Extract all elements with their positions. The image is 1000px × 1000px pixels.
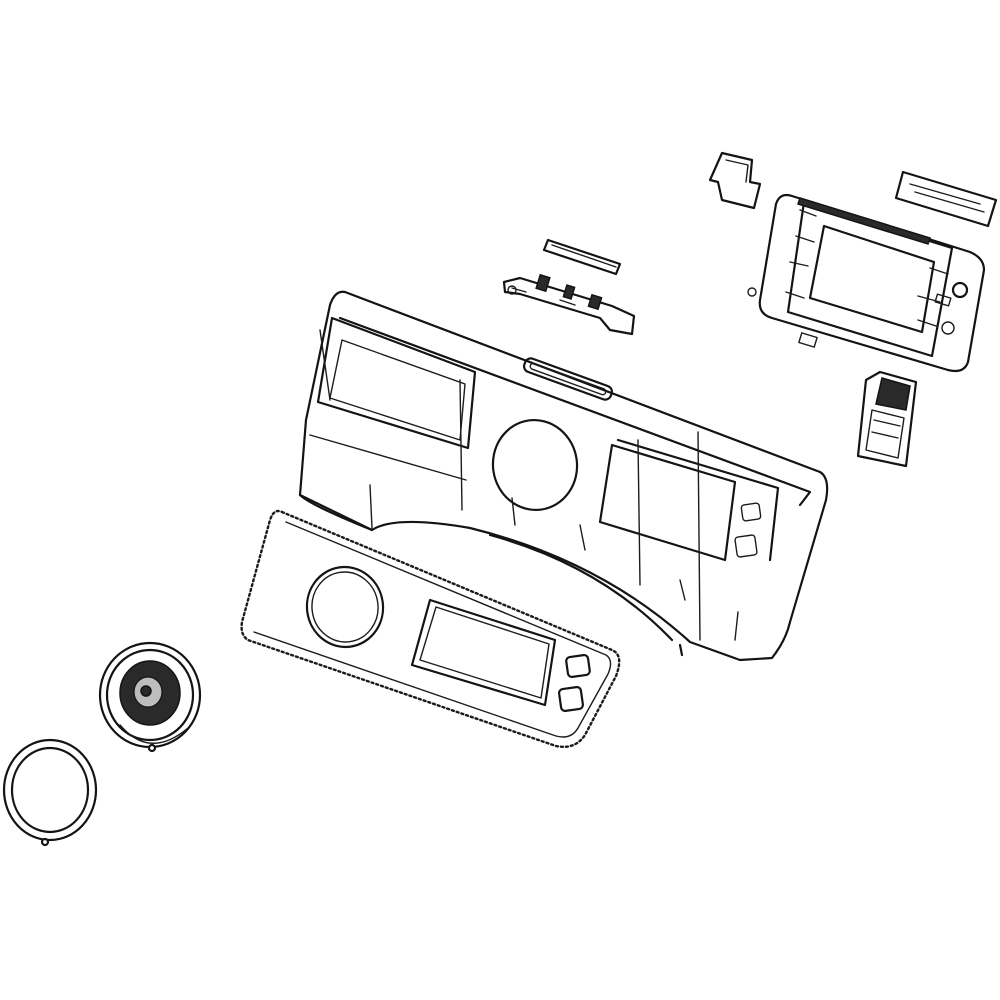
- display-cover: [708, 151, 762, 210]
- rotary-knob: [98, 641, 202, 753]
- wire-harness-clip: [542, 238, 622, 276]
- user-interface-board: [747, 193, 986, 373]
- control-panel-housing: [298, 290, 829, 662]
- knob-ring: [2, 738, 98, 847]
- label-strip: [894, 170, 998, 228]
- encoder-bracket: [502, 273, 636, 336]
- control-panel-overlay: [240, 509, 621, 749]
- button-module: [856, 370, 918, 468]
